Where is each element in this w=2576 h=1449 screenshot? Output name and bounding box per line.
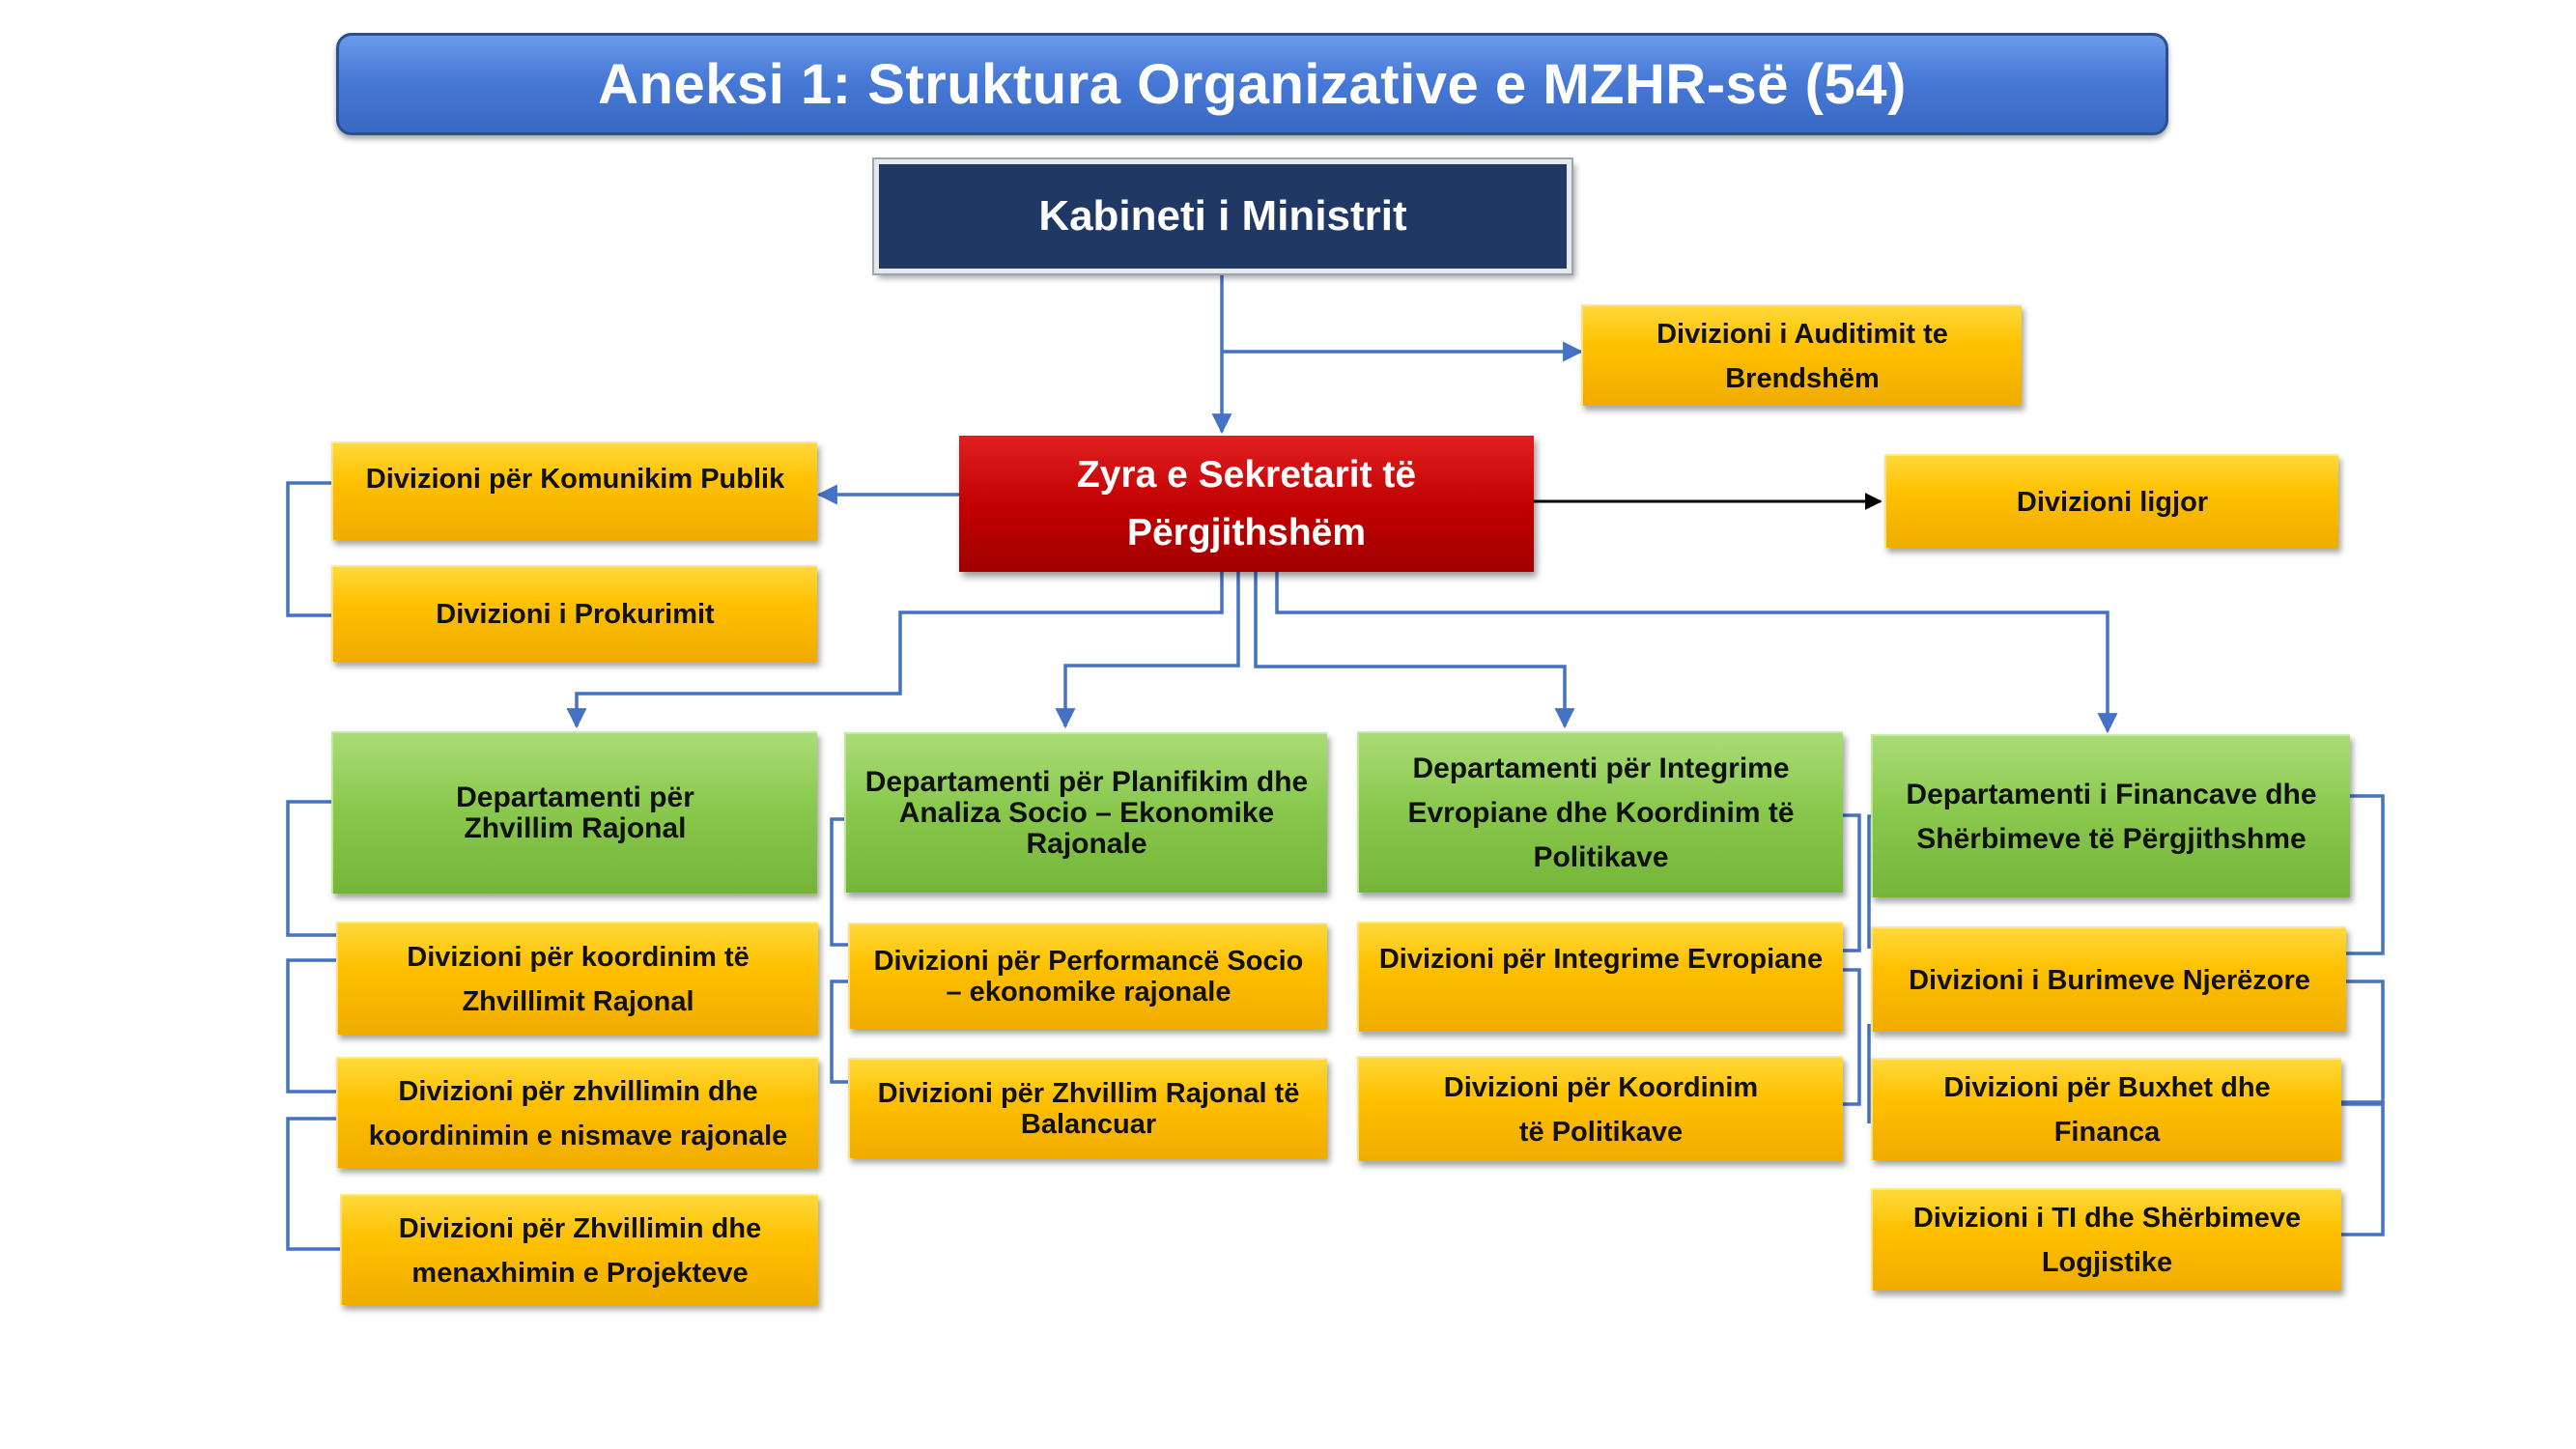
link-secretary-dept-3	[1254, 572, 1575, 729]
department-finance-general-services: Departamenti i Financave dhe Shërbimeve …	[1871, 734, 2350, 897]
bracket-dept3	[1843, 813, 1861, 952]
bracket-dept2	[830, 817, 848, 947]
audit-division-box: Divizioni i Auditimit te Brendshëm	[1581, 304, 2022, 406]
bracket-dept1-div	[286, 958, 336, 1094]
link-communication-procurement	[286, 481, 331, 617]
department-regional-development: Departamenti për Zhvillim Rajonal	[331, 731, 817, 894]
division-regional-initiatives: Divizioni për zhvillimin dhe koordinimin…	[336, 1057, 818, 1168]
bracket-dept4-div2	[2341, 1102, 2385, 1236]
chart-title: Aneksi 1: Struktura Organizative e MZHR-…	[336, 33, 2168, 135]
bracket-dept1	[286, 800, 336, 937]
legal-division-box: Divizioni ligjor	[1884, 454, 2338, 548]
division-socio-economic-performance: Divizioni për Performancë Socio – ekonom…	[848, 923, 1327, 1029]
department-socio-economic-planning: Departamenti për Planifikim dhe Analiza …	[844, 732, 1327, 893]
division-it-logistics: Divizioni i TI dhe Shërbimeve Logjistike	[1871, 1188, 2341, 1291]
bracket-dept4-left	[1867, 814, 1871, 949]
division-policy-coordination: Divizioni për Koordinim të Politikave	[1357, 1056, 1843, 1161]
bracket-dept4-div	[2341, 980, 2385, 1104]
secretary-general-box: Zyra e Sekretarit të Përgjithshëm	[959, 436, 1534, 572]
bracket-dept3-div	[1843, 968, 1861, 1106]
department-european-integration: Departamenti për Integrime Evropiane dhe…	[1357, 731, 1843, 893]
division-project-management: Divizioni për Zhvillimin dhe menaxhimin …	[340, 1194, 818, 1305]
division-regional-coordination: Divizioni për koordinim të Zhvillimit Ra…	[336, 922, 818, 1035]
division-human-resources: Divizioni i Burimeve Njerëzore	[1871, 926, 2346, 1032]
cabinet-box: Kabineti i Ministrit	[872, 157, 1573, 275]
public-communication-division-box: Divizioni për Komunikim Publik	[331, 441, 817, 540]
bracket-dept4	[2346, 794, 2385, 955]
bracket-dept1-div2	[286, 1117, 340, 1251]
link-secretary-dept-4	[1275, 572, 2118, 734]
procurement-division-box: Divizioni i Prokurimit	[331, 565, 817, 662]
division-balanced-regional-development: Divizioni për Zhvillim Rajonal të Balanc…	[848, 1058, 1327, 1158]
link-secretary-dept-2	[1055, 572, 1240, 729]
division-budget-finance: Divizioni për Buxhet dhe Financa	[1871, 1058, 2341, 1160]
bracket-dept2-div	[830, 980, 848, 1084]
link-secretary-dept-1	[566, 572, 1224, 729]
division-european-integration: Divizioni për Integrime Evropiane	[1357, 922, 1843, 1032]
